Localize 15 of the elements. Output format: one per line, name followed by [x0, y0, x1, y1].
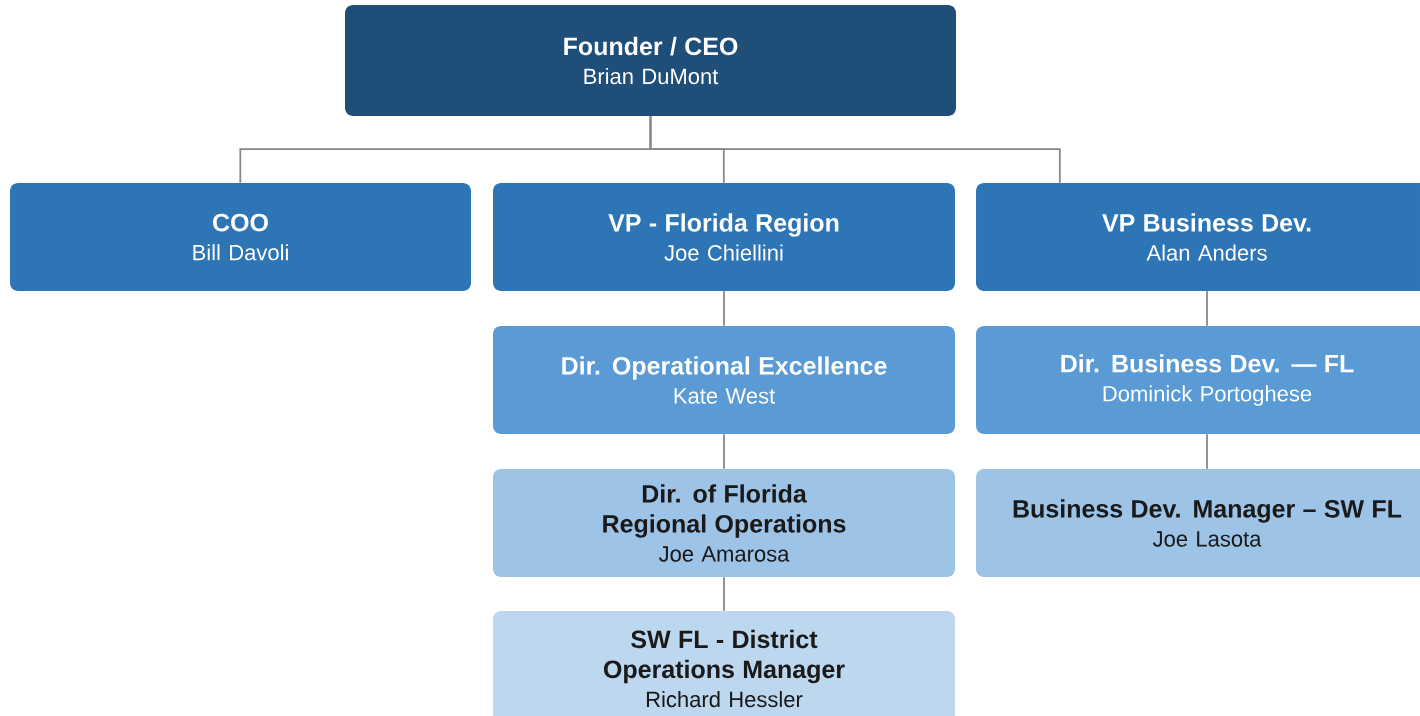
connector-line	[723, 290, 725, 327]
connector-line	[1206, 290, 1208, 327]
org-box: Dir. Business Dev. — FL Dominick Portoghese	[976, 326, 1420, 434]
connector-line	[723, 433, 725, 470]
org-box: VP - Florida Region Joe Chiellini	[493, 183, 955, 291]
connector-line	[1206, 433, 1208, 470]
connector-line	[723, 576, 725, 612]
org-box: Business Dev. Manager – SW FL Joe Lasota	[976, 469, 1420, 577]
org-box: COO Bill Davoli	[10, 183, 471, 291]
org-box: Founder / CEO Brian DuMont	[345, 5, 956, 116]
org-box: Dir. of Florida Regional Operations Joe Amarosa	[493, 469, 955, 577]
org-box: Dir. Operational Excellence Kate West	[493, 326, 955, 434]
org-box: VP Business Dev. Alan Anders	[976, 183, 1420, 291]
org-box: SW FL - District Operations Manager Richard Hessler	[493, 611, 955, 716]
connector-line	[649, 115, 1061, 184]
